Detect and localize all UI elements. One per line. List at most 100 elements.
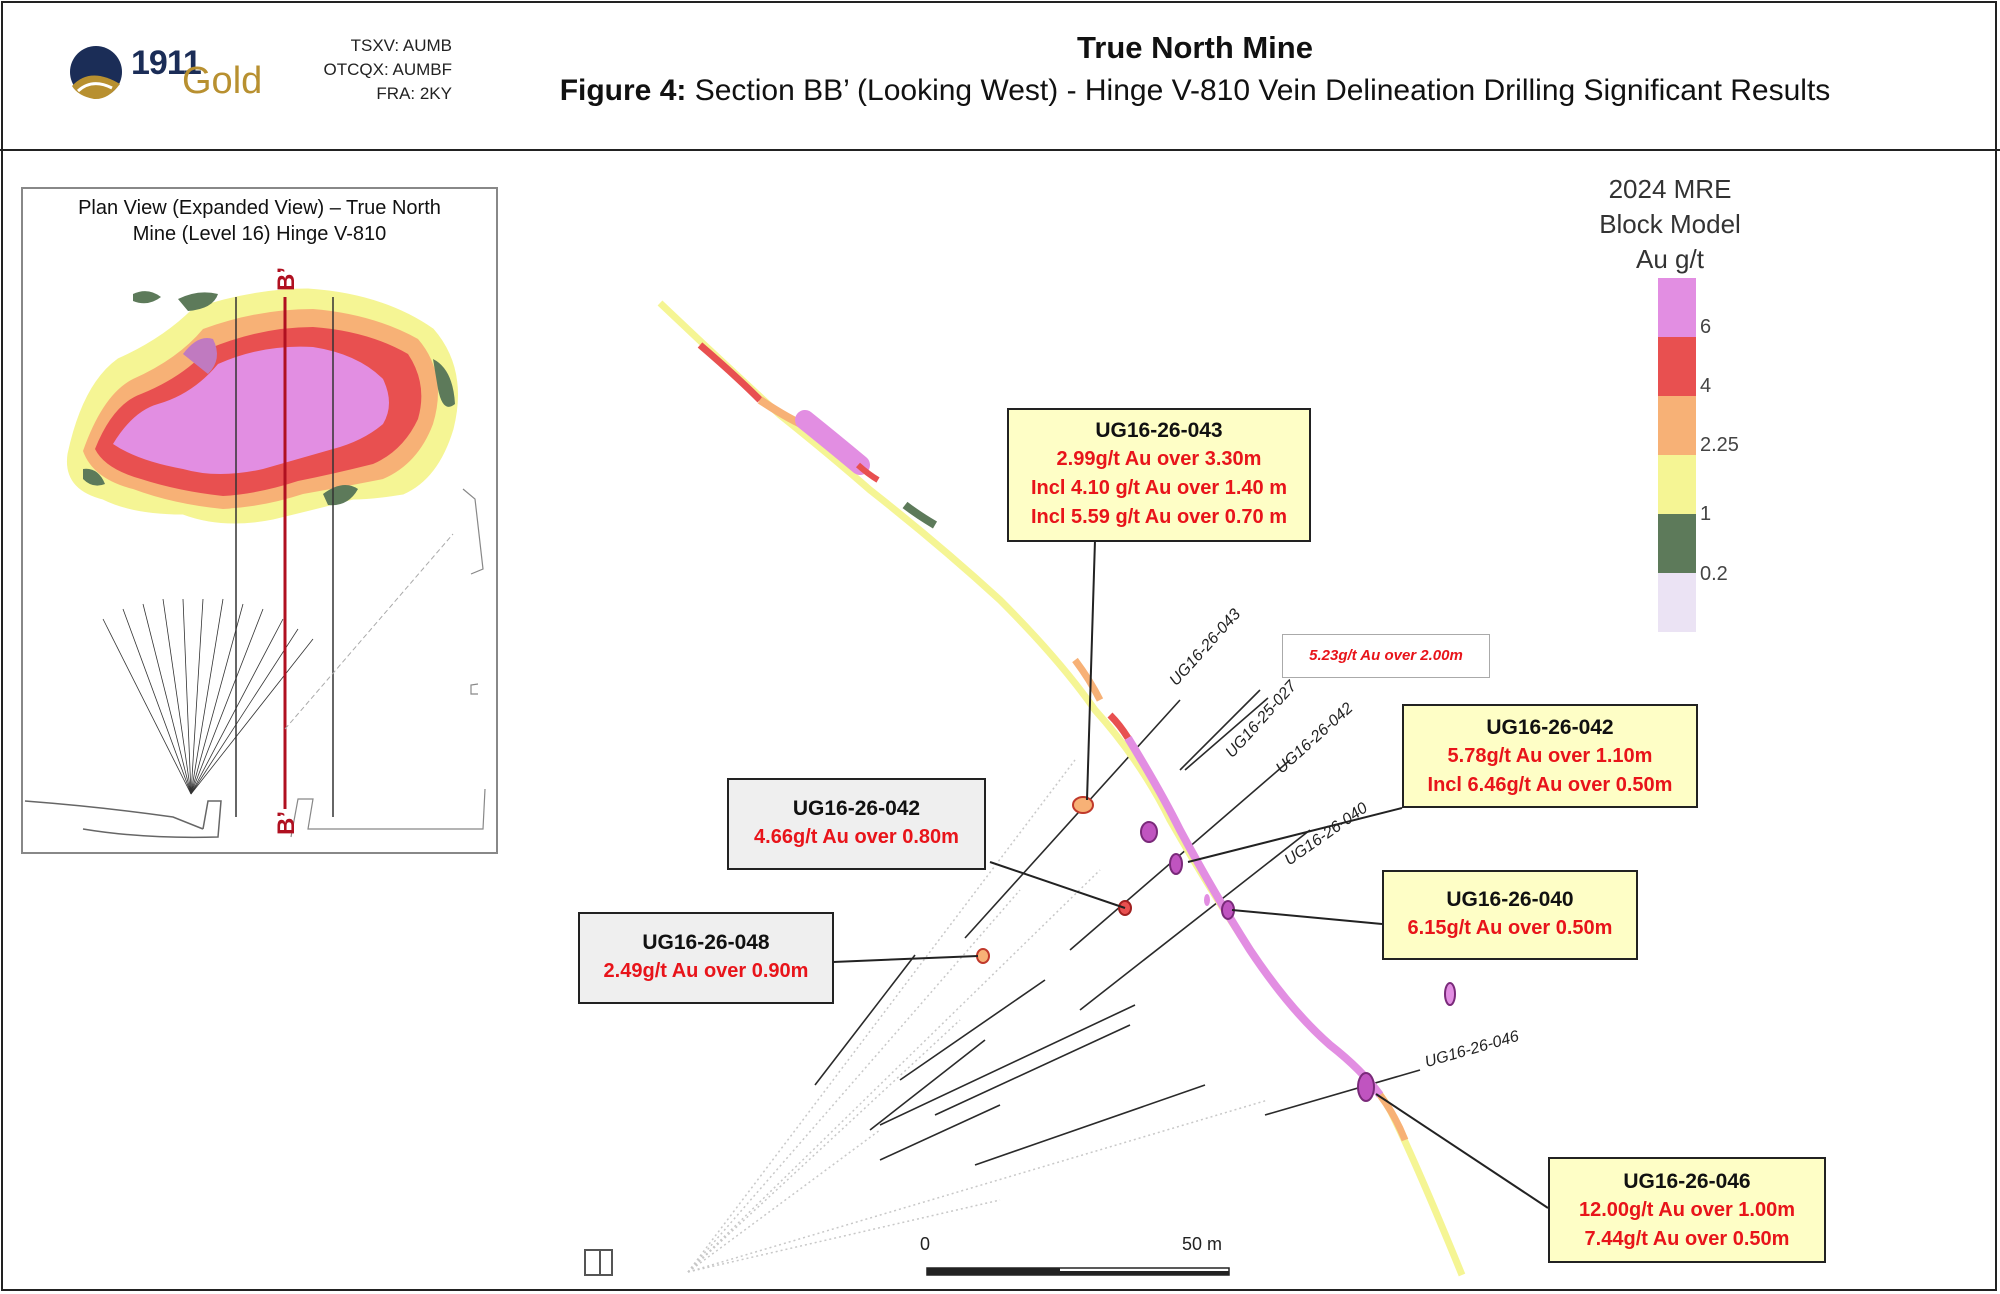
legend-title-line: 2024 MRE [1608,174,1732,204]
drill-collar [584,1249,613,1276]
callout-header: UG16-26-042 [1486,716,1614,739]
low-grade-patch [323,485,358,506]
legend-title-line: Au g/t [1636,244,1704,274]
callout-header: UG16-26-046 [1623,1170,1751,1193]
figure-caption-text: Section BB’ (Looking West) - Hinge V-810… [694,74,1831,107]
vein-very-high-grade [795,410,870,475]
low-grade-patch [178,292,218,311]
drill-segment [899,979,1046,1081]
section-label-top: B’ [273,267,300,291]
legend-swatch [1658,573,1696,632]
company-logo: 1911 Gold [68,44,268,104]
legend-swatch [1658,396,1696,455]
drill-hole-027 [1179,689,1261,771]
inset-title: Plan View (Expanded View) – True North M… [23,195,496,247]
callout-line: 6.15g/t Au over 0.50m [1407,917,1613,939]
vein-mid-grade [1072,657,1104,702]
figure-label: Figure 4: [559,74,687,107]
low-grade-patch [133,291,161,304]
vein-high-grade [697,342,763,403]
drill-trace [687,1019,961,1273]
drill-hole-043 [964,699,1181,939]
legend-tick-1: 1 [1700,503,1712,525]
vein-core-zone [113,346,389,474]
drill-segment [934,1024,1131,1116]
vein-fold [183,338,217,374]
header-divider [0,149,2000,151]
scale-start-label: 0 [920,1234,931,1254]
callout-header: UG16-26-040 [1446,888,1574,911]
plan-view-inset: Plan View (Expanded View) – True North M… [21,187,498,854]
legend-tick-2-25: 2.25 [1700,434,1739,456]
ticker-list: TSXV: AUMB OTCQX: AUMBF FRA: 2KY [324,34,452,106]
drill-hole-040 [1079,829,1311,1011]
ticker-otcqx: OTCQX: AUMBF [323,60,452,79]
logo-word: Gold [182,60,263,102]
drill-trace [687,1099,1269,1273]
intercept-046 [1357,1072,1375,1102]
scale-bar-fill [1060,1271,1229,1275]
callout-042b: UG16-26-042 4.66g/t Au over 0.80m [727,778,986,870]
callout-line: 2.49g/t Au over 0.90m [603,960,809,982]
logo-globe-icon [70,46,122,100]
legend-swatch [1658,337,1696,396]
drill-trace [687,1199,1001,1273]
legend-swatch [1658,514,1696,573]
legend-title-line: Block Model [1599,209,1741,239]
drill-hole-046 [1264,1069,1421,1116]
callout-line: 5.78g/t Au over 1.10m [1447,745,1653,767]
legend-title: 2024 MRE Block Model Au g/t [1560,172,1780,277]
callout-line: 2.99g/t Au over 3.30m [1056,448,1262,470]
callout-line: Incl 6.46g/t Au over 0.50m [1427,774,1673,796]
leader-042a [1187,807,1403,863]
legend-tick-4: 4 [1700,375,1712,397]
low-grade-patch [83,468,105,486]
legend-swatch [1658,455,1696,514]
note-027: 5.23g/t Au over 2.00m [1282,634,1490,678]
inset-title-line: Mine (Level 16) Hinge V-810 [132,223,387,245]
vein-low-grade [902,501,938,529]
logo-number: 1911 [131,44,202,82]
vein-high-grade [1107,712,1131,740]
callout-042a: UG16-26-042 5.78g/t Au over 1.10m Incl 6… [1402,704,1698,808]
ticker-fra: FRA: 2KY [376,84,452,103]
drill-segment [974,1084,1206,1166]
drill-segment [879,1104,1001,1161]
leader-046 [1375,1093,1549,1209]
page-title: True North Mine [1077,30,1313,65]
drill-trace [687,889,1021,1273]
drill-segment [1184,697,1269,771]
inset-title-line: Plan View (Expanded View) – True North [78,197,441,219]
drill-trace [687,869,1101,1273]
ticker-tsxv: TSXV: AUMB [350,36,452,55]
legend-tick-0-2: 0.2 [1700,563,1728,585]
callout-line: Incl 4.10 g/t Au over 1.40 m [1030,477,1288,499]
small-block [1204,894,1210,906]
scale-bar-fill [927,1268,1060,1275]
intercept-027 [1140,821,1158,843]
callout-046: UG16-26-046 12.00g/t Au over 1.00m 7.44g… [1548,1157,1826,1263]
drill-segment [879,1004,1136,1126]
isolated-block [1444,982,1456,1006]
callout-040: UG16-26-040 6.15g/t Au over 0.50m [1382,870,1638,960]
scale-end-label: 50 m [1182,1234,1223,1254]
underground-outline [290,788,486,838]
callout-header: UG16-26-048 [642,931,770,954]
intercept-048 [976,948,990,964]
callout-line: Incl 5.59 g/t Au over 0.70 m [1030,506,1288,528]
leader-040 [1231,909,1383,925]
drill-segment [869,1039,986,1131]
callout-line: 7.44g/t Au over 0.50m [1584,1228,1790,1250]
plan-view-map [24,288,486,839]
drill-trace [687,759,1076,1273]
callout-header: UG16-26-043 [1095,419,1223,442]
drill-trace-solid-group [814,689,1421,1166]
inset-drift [284,533,454,730]
vein-mid-grade [1377,1092,1409,1142]
callout-line: 4.66g/t Au over 0.80m [754,826,959,848]
low-grade-patch [433,359,455,407]
leader-048 [832,955,979,963]
callout-header: UG16-26-042 [792,797,921,820]
